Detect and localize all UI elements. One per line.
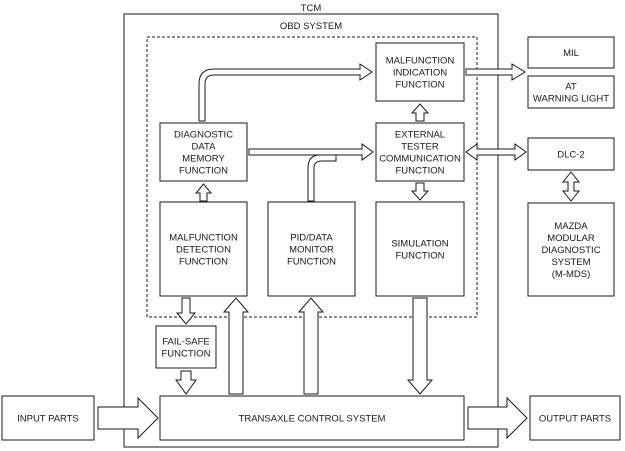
box-dlc2: DLC-2 [527, 137, 615, 171]
arrow-indication-to-mil [465, 63, 526, 81]
box-transaxle-control-system-text: TRANSAXLE CONTROL SYSTEM [239, 414, 386, 425]
box-input-parts: INPUT PARTS [1, 395, 95, 441]
box-transaxle-control-system: TRANSAXLE CONTROL SYSTEM [159, 395, 465, 441]
arrow-pid-monitor-to-external-tester [307, 154, 337, 202]
arrow-dlc2-mds-bidirectional [561, 171, 581, 202]
box-mil-text: MIL [563, 48, 579, 59]
box-output-parts-text: OUTPUT PARTS [539, 414, 611, 425]
arrow-external-tester-dlc2-bidirectional [465, 143, 527, 161]
arrow-external-tester-to-simulation [410, 182, 430, 201]
arrow-memory-to-indication [198, 63, 373, 122]
box-mil: MIL [527, 36, 615, 69]
arrow-memory-to-external-tester [248, 143, 374, 161]
arrow-detection-to-fail-safe [175, 297, 197, 325]
arrow-transaxle-to-output [467, 396, 528, 440]
arrow-transaxle-to-pid-monitor [297, 297, 325, 395]
arrow-input-to-transaxle [97, 396, 159, 440]
arrow-simulation-to-transaxle [406, 297, 434, 395]
arrow-detection-to-memory [194, 183, 213, 202]
obd-system-label: OBD SYSTEM [280, 21, 342, 32]
box-dlc2-text: DLC-2 [557, 150, 584, 161]
arrow-transaxle-to-detection [222, 297, 250, 395]
arrow-external-tester-to-indication [410, 103, 430, 122]
box-output-parts: OUTPUT PARTS [529, 395, 621, 441]
box-input-parts-text: INPUT PARTS [17, 414, 79, 425]
tcm-label: TCM [301, 3, 322, 14]
arrow-fail-safe-to-transaxle [175, 370, 197, 395]
